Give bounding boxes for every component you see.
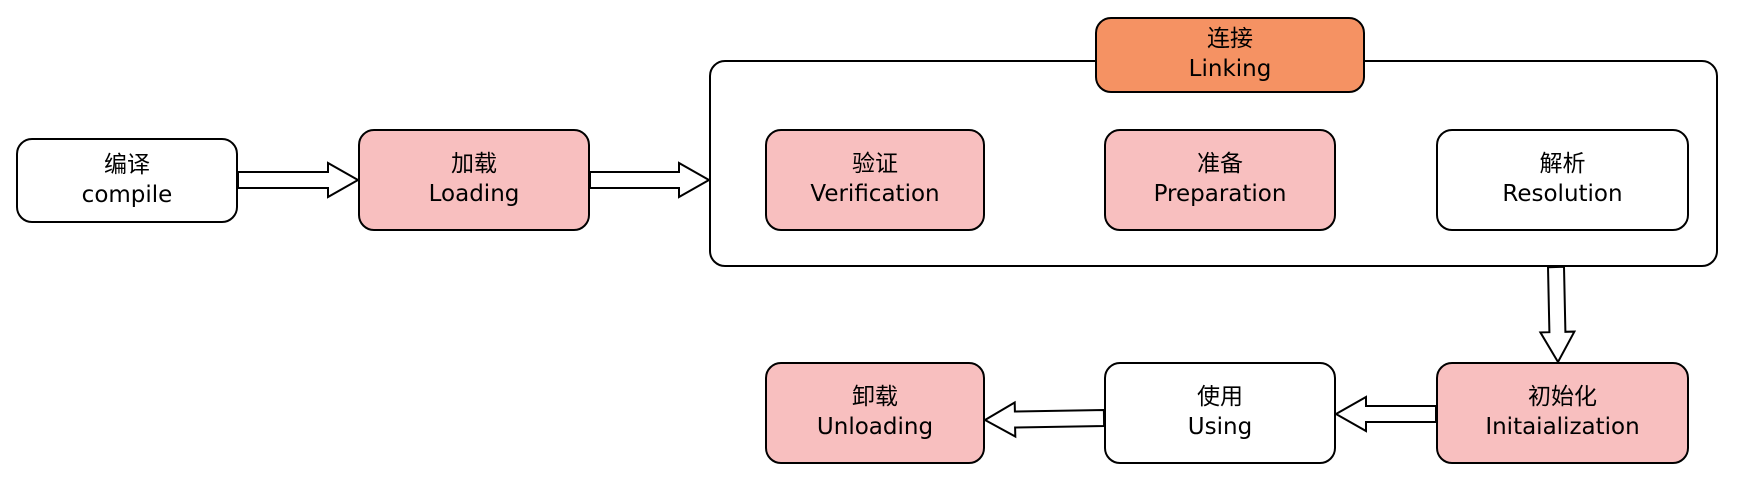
node-initialization: 初始化 Initaialization <box>1436 362 1689 464</box>
node-initialization-en: Initaialization <box>1485 414 1640 440</box>
node-preparation-en: Preparation <box>1153 181 1287 207</box>
arrow-loading-to-linking <box>589 161 712 199</box>
node-loading-en: Loading <box>428 181 520 207</box>
arrow-linking-to-initialization <box>1538 265 1577 365</box>
node-linking-en: Linking <box>1188 56 1272 82</box>
node-resolution: 解析 Resolution <box>1436 129 1689 231</box>
node-using-zh: 使用 <box>1197 384 1243 411</box>
node-loading-zh: 加载 <box>451 151 497 178</box>
node-compile-en: compile <box>81 181 173 208</box>
node-unloading-zh: 卸载 <box>852 384 898 411</box>
node-using-en: Using <box>1187 414 1253 440</box>
node-compile: 编译 compile <box>16 138 238 223</box>
node-unloading: 卸载 Unloading <box>765 362 985 464</box>
node-verification: 验证 Verification <box>765 129 985 231</box>
node-resolution-en: Resolution <box>1502 181 1623 207</box>
node-compile-zh: 编译 <box>104 151 150 178</box>
node-verification-zh: 验证 <box>852 151 898 178</box>
node-preparation: 准备 Preparation <box>1104 129 1336 231</box>
arrow-using-to-unloading <box>982 400 1106 439</box>
node-linking-header: 连接 Linking <box>1095 17 1365 93</box>
node-linking-zh: 连接 <box>1207 26 1253 53</box>
node-using: 使用 Using <box>1104 362 1336 464</box>
node-preparation-zh: 准备 <box>1197 151 1243 178</box>
arrow-initialization-to-using <box>1333 395 1437 433</box>
node-resolution-zh: 解析 <box>1539 151 1586 178</box>
arrow-compile-to-loading <box>237 161 361 199</box>
node-unloading-en: Unloading <box>816 414 934 440</box>
node-initialization-zh: 初始化 <box>1528 384 1597 411</box>
node-loading: 加载 Loading <box>358 129 590 231</box>
node-verification-en: Verification <box>810 181 940 207</box>
